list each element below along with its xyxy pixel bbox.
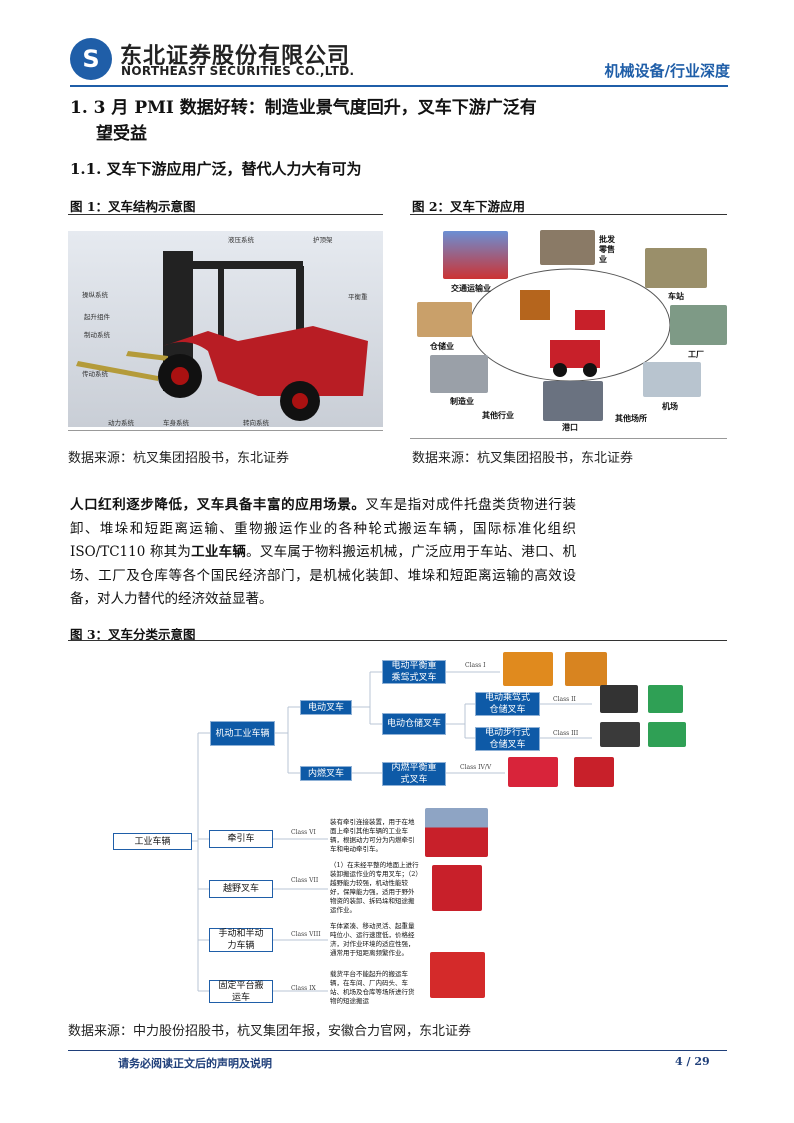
node-manual: 手动和半动力车辆 — [209, 928, 273, 952]
class-iv-v: Class IV/V — [460, 764, 492, 771]
heading-1-line1: 1. 3 月 PMI 数据好转：制造业景气度回升，叉车下游广泛有 — [70, 98, 537, 118]
label-lift: 起升组件 — [84, 313, 110, 321]
class1-forklift-image-2 — [565, 652, 607, 686]
figure1-caption: 图 1：叉车结构示意图 — [70, 199, 196, 214]
port-image — [543, 381, 603, 421]
tractor-image — [425, 808, 488, 857]
node-electric-warehouse: 电动仓储叉车 — [382, 713, 446, 735]
figure2-caption: 图 2：叉车下游应用 — [412, 199, 526, 214]
station-image — [645, 248, 707, 288]
class-i: Class I — [465, 662, 486, 669]
label-control: 操纵系统 — [82, 291, 108, 299]
label-steering: 转向系统 — [243, 419, 269, 427]
desc-platform: 载货平台不能起升的搬运车辆，在车间、厂内码头、车站、机场及仓库等场所进行货物的短… — [330, 970, 415, 1005]
forklift-drawing — [76, 251, 368, 421]
label-overhead-guard: 护顶架 — [313, 236, 333, 244]
label-transmission: 传动系统 — [82, 370, 108, 378]
figure2-source: 数据来源：杭叉集团招股书，东北证券 — [412, 451, 634, 466]
figure3-caption-rule — [68, 640, 727, 641]
application-ellipse — [469, 268, 671, 382]
manufacturing-image — [430, 355, 488, 393]
class45-forklift-image-2 — [574, 757, 614, 787]
node-electric-walk-warehouse: 电动步行式仓储叉车 — [475, 727, 540, 751]
node-ice-forklift: 内燃叉车 — [300, 766, 352, 781]
body-paragraph: 人口红利逐步降低，叉车具备丰富的应用场景。叉车是指对成件托盘类货物进行装卸、堆垛… — [70, 494, 576, 612]
figure2-source-rule — [410, 438, 727, 439]
class3-pallet-truck-image — [600, 722, 640, 747]
app-transport: 交通运输业 — [451, 284, 491, 293]
class45-forklift-image — [508, 757, 558, 787]
app-retail: 批发零售业 — [599, 235, 615, 264]
desc-offroad: （1）在未经平整的地面上进行装卸搬运作业的专用叉车；（2）越野能力较强，机动性能… — [330, 861, 419, 914]
app-warehouse: 仓储业 — [430, 342, 454, 351]
node-platform: 固定平台搬运车 — [209, 980, 273, 1003]
forklift-applications-diagram: 交通运输业 批发零售业 车站 仓储业 工厂 制造业 机场 其他行业 港口 其他场… — [410, 225, 727, 432]
paragraph-bold-term: 工业车辆 — [191, 544, 247, 560]
class2-forklift-image — [600, 685, 638, 713]
company-name-cn: 东北证券股份有限公司 — [120, 44, 351, 69]
app-factory: 工厂 — [688, 350, 704, 359]
app-manufacturing: 制造业 — [450, 397, 474, 406]
figure1-caption-rule — [68, 214, 383, 215]
class-ix: Class IX — [291, 985, 316, 992]
company-name-en: NORTHEAST SECURITIES CO.,LTD. — [121, 64, 355, 78]
label-counterweight: 平衡重 — [348, 293, 368, 301]
desc-tractor: 装有牵引连接装置，用于在地面上牵引其他车辆的工业车辆，根据动力可分为内燃牵引车和… — [330, 818, 415, 853]
platform-truck-image — [430, 952, 485, 998]
node-ice-counterbalance: 内燃平衡重式叉车 — [382, 762, 446, 786]
app-airport: 机场 — [662, 402, 678, 411]
app-other-places: 其他场所 — [615, 414, 647, 423]
figure1-source-rule — [68, 430, 383, 431]
heading-2: 1.1. 叉车下游应用广泛，替代人力大有可为 — [70, 160, 362, 178]
warehouse-image — [417, 302, 472, 337]
node-tractor: 牵引车 — [209, 830, 273, 848]
class-vi: Class VI — [291, 829, 316, 836]
app-other-industries: 其他行业 — [482, 411, 514, 420]
app-port: 港口 — [562, 423, 578, 432]
transport-image — [443, 231, 508, 279]
factory-image — [670, 305, 727, 345]
figure1-source: 数据来源：杭叉集团招股书，东北证券 — [68, 451, 290, 466]
paragraph-text-2: 。叉车属于物料搬运机械，广泛应用于车站、港口、机场、工厂及仓库等各个国民经济部门… — [70, 544, 577, 607]
class2-forklift-image-2 — [648, 685, 683, 713]
label-brake: 制动系统 — [84, 331, 110, 339]
header-divider — [70, 85, 728, 87]
node-electric-ride-warehouse: 电动乘驾式仓储叉车 — [475, 692, 540, 716]
class1-forklift-image — [503, 652, 553, 686]
offroad-forklift-image — [432, 865, 482, 911]
figure3-caption: 图 3：叉车分类示意图 — [70, 627, 196, 642]
retail-image — [540, 230, 595, 265]
paragraph-lead: 人口红利逐步降低，叉车具备丰富的应用场景。 — [70, 497, 366, 513]
desc-manual: 车体紧凑、移动灵活、起重量吨位小、运行速度低，价格经济，对作业环境的适应性强，通… — [330, 922, 415, 957]
node-electric-forklift: 电动叉车 — [300, 700, 352, 715]
label-power: 动力系统 — [108, 419, 134, 427]
footer-disclaimer[interactable]: 请务必阅读正文后的声明及说明 — [118, 1057, 272, 1070]
label-hydraulic: 液压系统 — [228, 236, 254, 244]
label-body: 车身系统 — [163, 419, 189, 427]
heading-1: 1. 3 月 PMI 数据好转：制造业景气度回升，叉车下游广泛有 望受益 — [70, 95, 610, 147]
forklift-structure-image: 液压系统 护顶架 操纵系统 平衡重 起升组件 制动系统 传动系统 动力系统 车身… — [68, 231, 383, 427]
class3-pallet-truck-image-2 — [648, 722, 686, 747]
section-tag: 机械设备/行业深度 — [604, 62, 730, 80]
app-station: 车站 — [668, 292, 684, 301]
class-ii: Class II — [553, 696, 576, 703]
node-industrial-vehicles: 工业车辆 — [113, 833, 192, 850]
figure2-caption-rule — [410, 214, 727, 215]
airport-image — [643, 362, 701, 397]
company-logo-icon: S — [70, 38, 112, 80]
node-offroad: 越野叉车 — [209, 880, 273, 898]
class-viii: Class VIII — [291, 931, 321, 938]
class-iii: Class III — [553, 730, 579, 737]
figure3-source: 数据来源：中力股份招股书，杭叉集团年报，安徽合力官网，东北证券 — [68, 1024, 472, 1039]
node-motorized: 机动工业车辆 — [210, 721, 275, 746]
heading-1-line2: 望受益 — [96, 124, 147, 144]
class-vii: Class VII — [291, 877, 319, 884]
footer-divider — [68, 1050, 727, 1051]
node-electric-counterbalance: 电动平衡重乘驾式叉车 — [382, 660, 446, 684]
page-number: 4 / 29 — [675, 1055, 710, 1068]
paragraph-text-1: 叉车是指对成件托盘类货物进行装卸、堆垛和短距离运输、重物搬运作业的各种轮式搬运车… — [70, 497, 576, 560]
